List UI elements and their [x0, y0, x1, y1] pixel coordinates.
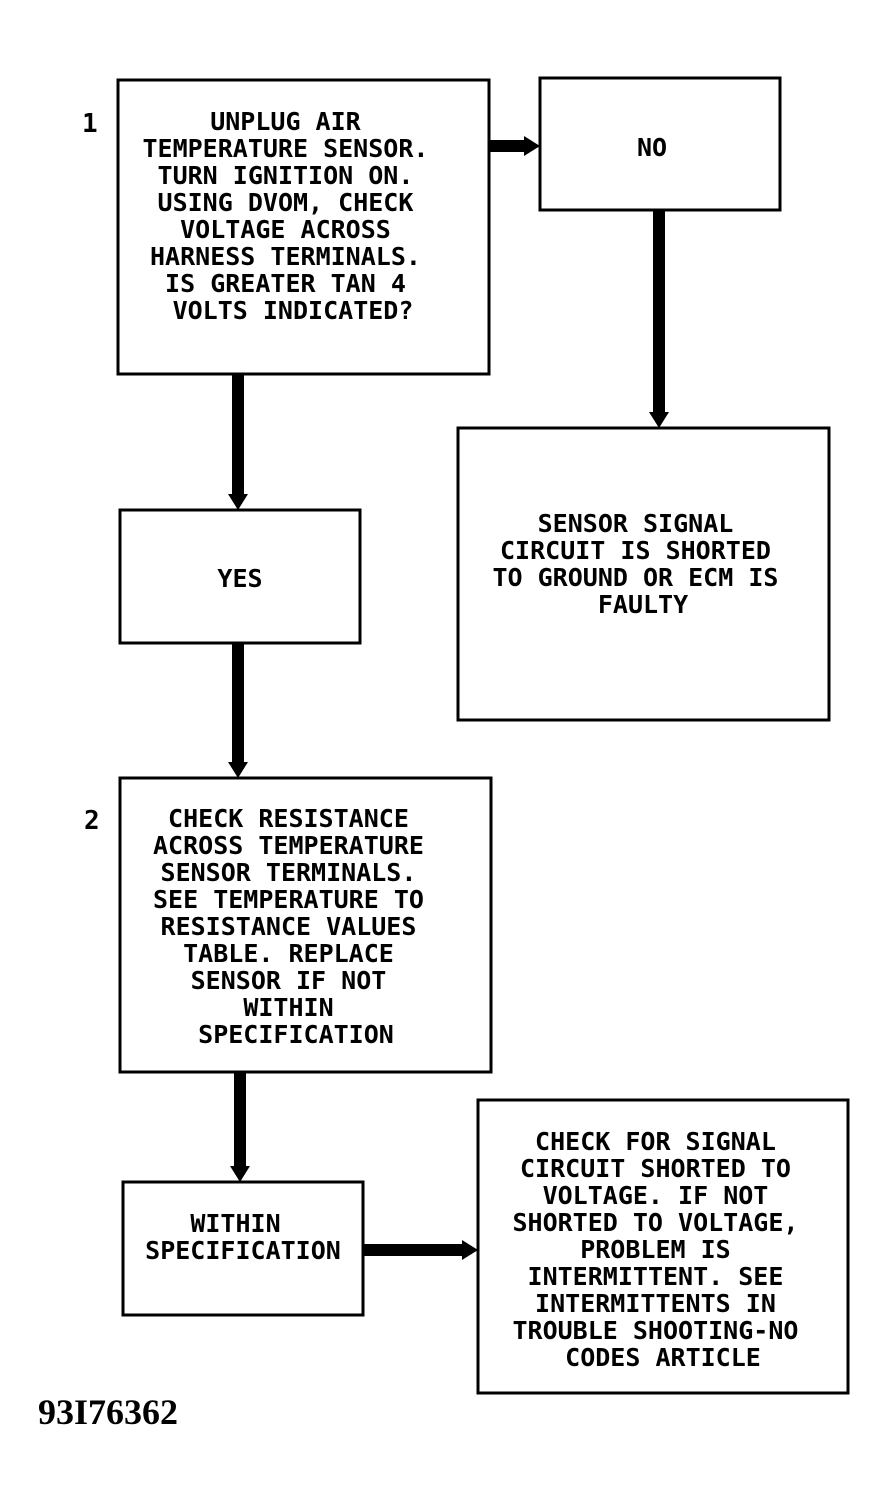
step-2-text: CHECK RESISTANCE ACROSS TEMPERATURE SENS… [153, 804, 439, 1049]
arrow-head-step1-to-yes [228, 494, 248, 510]
figure-id: 93I76362 [38, 1392, 178, 1432]
step-1-box: 1 UNPLUG AIR TEMPERATURE SENSOR. TURN IG… [82, 78, 491, 376]
arrow-head-step2-to-within [230, 1166, 250, 1182]
arrow-head-no-to-result [649, 412, 669, 428]
arrow-head-within-to-final [462, 1240, 478, 1260]
within-specification-box: WITHIN SPECIFICATION [121, 1180, 365, 1317]
step-2-box: 2 CHECK RESISTANCE ACROSS TEMPERATURE SE… [84, 776, 493, 1074]
step-2-number: 2 [84, 806, 100, 836]
within-specification-text: WITHIN SPECIFICATION [145, 1209, 341, 1265]
yes-label: YES [217, 564, 262, 593]
no-box: NO [538, 76, 782, 212]
final-check-text: CHECK FOR SIGNAL CIRCUIT SHORTED TO VOLT… [512, 1127, 813, 1372]
step-1-text: UNPLUG AIR TEMPERATURE SENSOR. TURN IGNI… [142, 107, 443, 325]
step-1-number: 1 [82, 109, 98, 139]
arrow-head-step1-to-no [524, 136, 540, 156]
yes-box: YES [118, 508, 362, 645]
no-result-text: SENSOR SIGNAL CIRCUIT IS SHORTED TO GROU… [492, 509, 793, 619]
final-check-box: CHECK FOR SIGNAL CIRCUIT SHORTED TO VOLT… [476, 1098, 850, 1395]
no-label: NO [637, 133, 667, 162]
no-result-box: SENSOR SIGNAL CIRCUIT IS SHORTED TO GROU… [456, 426, 831, 722]
arrow-head-yes-to-step2 [228, 762, 248, 778]
connectors [228, 136, 669, 1260]
